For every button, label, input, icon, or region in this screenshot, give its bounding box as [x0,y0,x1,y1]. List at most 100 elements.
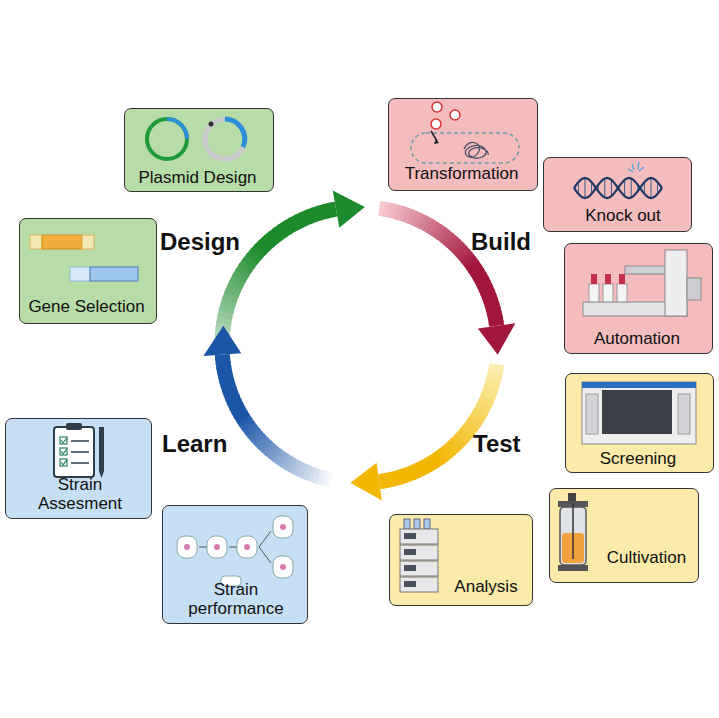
icon-part [464,142,488,158]
icon [583,250,701,316]
icon-part [209,122,214,127]
icon [411,102,519,163]
icon-part [628,162,644,172]
icon-part [617,284,627,302]
icon-part [30,235,42,249]
icon-part [400,577,438,592]
icon-part [71,462,89,464]
box-label: Strain performance [171,580,301,619]
icon-part [558,565,588,571]
icon-part [71,451,89,453]
box-label: Screening [566,449,710,469]
stage-box: Screening [565,373,714,473]
icon [400,519,438,592]
stage-box: Plasmid Design [124,108,274,192]
box-label: Cultivation [598,548,695,568]
icon [147,119,245,159]
icon-part [147,119,187,159]
icon-part [582,382,696,444]
icon-part [434,139,439,144]
icon-part [184,544,190,550]
box-label: Transformation [389,164,534,184]
icon-part [404,519,410,529]
icon-part [71,440,89,442]
icon-part [214,544,220,550]
icon-part [225,119,245,147]
icon-part [177,536,197,558]
cycle-arrow [222,190,365,387]
stage-box: Cultivation [549,488,699,583]
icon-part [678,394,690,434]
icon-part [572,503,574,559]
icon-part [411,133,519,163]
arc-segment [330,209,336,210]
icon-part [400,561,438,576]
icon [574,162,662,198]
icon-part [450,110,460,120]
icon-part [60,437,67,444]
icon-part [70,267,90,281]
phase-label: Design [160,228,240,256]
icon-part [237,536,257,558]
arrow-head [350,463,381,501]
stage-box: Transformation [388,98,538,191]
icon [558,493,588,571]
box-label: Analysis [442,577,530,597]
arc-segment [215,355,230,360]
icon-part [404,565,416,571]
stage-box: Gene Selection [19,218,157,324]
icon-part [60,459,67,466]
icon-part [66,423,82,430]
icon-part [280,564,286,570]
arrow-head [203,326,241,356]
icon-part [605,274,611,284]
icon-part [651,178,652,198]
icon-part [602,390,672,434]
arrow-head [478,323,516,354]
icon-part [568,493,576,501]
phase-label: Build [471,228,531,256]
stage-box: Automation [564,243,713,354]
icon-part [244,544,250,550]
icon-part [432,102,442,112]
icon-part [687,278,701,300]
stage-box: Strain performance [162,505,308,624]
icon-part [259,531,271,563]
icon-part [61,438,67,443]
icon-part [404,533,416,539]
icon-part [280,524,286,530]
icon-part [404,549,416,555]
icon [54,423,104,478]
icon-part [61,460,67,465]
icon-part [589,284,599,302]
box-label: Plasmid Design [125,168,270,188]
icon-part [42,235,82,249]
icon-part [619,274,625,284]
icon-part [205,119,245,159]
box-label: Strain Assesment [20,475,140,514]
icon-part [167,119,187,139]
phase-label: Learn [162,430,227,458]
icon-part [603,284,613,302]
icon-part [574,178,662,198]
icon [30,235,138,281]
icon-part [273,556,293,578]
icon-part [585,178,586,198]
icon-part [591,274,597,284]
cycle-arrow [203,326,336,481]
stage-box: Knock out [543,157,692,232]
icon-part [400,545,438,560]
icon-part [90,267,138,281]
icon-part [611,180,612,196]
icon-part [82,235,94,249]
box-label: Knock out [558,206,688,226]
box-label: Automation [565,329,709,349]
icon-part [624,180,625,196]
icon-part [400,529,438,544]
icon-part [207,536,227,558]
icon-part [424,519,430,529]
arrow-head [333,190,365,227]
